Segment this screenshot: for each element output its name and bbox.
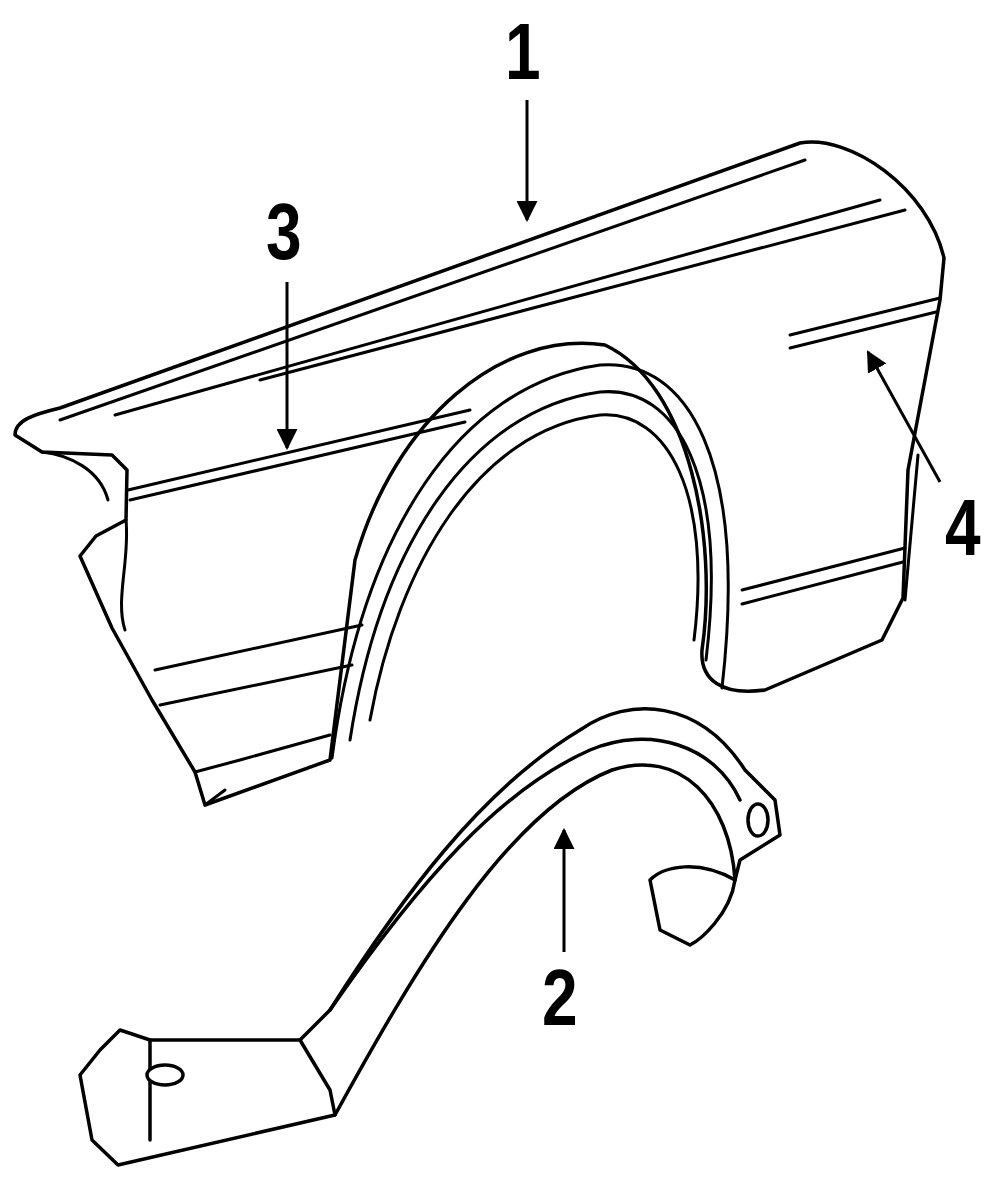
callout-number: 2 [542, 958, 578, 1038]
leader-arrow [868, 352, 940, 482]
callout-number: 3 [266, 192, 302, 272]
fender-panel [15, 142, 944, 805]
leader-arrow [563, 830, 566, 952]
leader-arrow [526, 100, 529, 220]
leader-arrow [286, 282, 289, 448]
fender-liner [80, 709, 780, 1165]
callout-number: 4 [945, 488, 981, 568]
callout-number: 1 [505, 12, 541, 92]
